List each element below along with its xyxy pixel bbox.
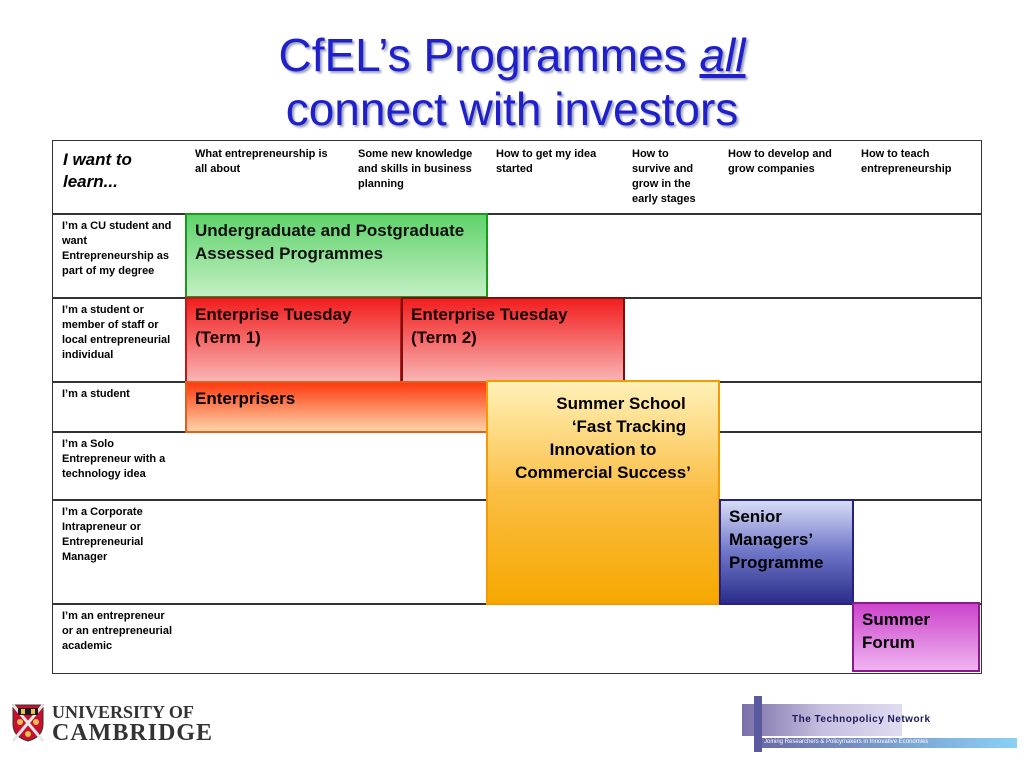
row-label-entrepreneur-academic: I’m an entrepreneur or an entrepreneuria… bbox=[62, 610, 173, 652]
programme-table: I want to learn... What entrepreneurship… bbox=[52, 140, 982, 674]
programme-senior-managers: Senior Managers’ Programme bbox=[719, 499, 854, 605]
header-survive-grow: How to survive and grow in the early sta… bbox=[632, 148, 696, 205]
programme-enterprise-tuesday-term2: Enterprise Tuesday (Term 2) bbox=[401, 297, 625, 384]
row-divider bbox=[53, 213, 981, 215]
row-label-cu-student: I’m a CU student and want Entrepreneursh… bbox=[62, 220, 172, 277]
header-teach-entrepreneurship: How to teach entrepreneurship bbox=[861, 148, 952, 175]
header-what-entrepreneurship: What entrepreneurship is all about bbox=[195, 148, 328, 175]
technopolicy-title: The Technopolicy Network bbox=[792, 714, 931, 725]
header-get-idea-started: How to get my idea started bbox=[496, 148, 597, 175]
cambridge-shield-icon bbox=[12, 704, 44, 742]
row-label-corporate-intrapreneur: I’m a Corporate Intrapreneur or Entrepre… bbox=[62, 506, 144, 563]
summer-school-line-4: Commercial Success’ bbox=[515, 463, 691, 482]
programme-enterprise-tuesday-term1: Enterprise Tuesday (Term 1) bbox=[185, 297, 402, 384]
technopolicy-bar bbox=[754, 696, 762, 752]
title-line-1: CfEL’s Programmes all bbox=[0, 28, 1024, 82]
row-label-student-staff: I’m a student or member of staff or loca… bbox=[62, 304, 171, 361]
cambridge-logo: UNIVERSITY OF CAMBRIDGE bbox=[12, 702, 222, 748]
cambridge-line-2: CAMBRIDGE bbox=[52, 720, 214, 746]
header-develop-companies: How to develop and grow companies bbox=[728, 148, 832, 175]
programme-enterprisers: Enterprisers bbox=[185, 381, 488, 433]
technopolicy-background bbox=[742, 704, 902, 736]
corner-label: I want to learn... bbox=[63, 150, 132, 191]
summer-school-line-2: ‘Fast Tracking bbox=[571, 417, 687, 436]
programme-summer-forum: Summer Forum bbox=[852, 602, 980, 672]
slide-title: CfEL’s Programmes all connect with inves… bbox=[0, 28, 1024, 136]
row-label-solo-entrepreneur: I’m a Solo Entrepreneur with a technolog… bbox=[62, 438, 166, 480]
title-prefix: CfEL’s Programmes bbox=[278, 29, 700, 81]
header-knowledge-skills: Some new knowledge and skills in busines… bbox=[358, 148, 473, 190]
summer-school-line-3: Innovation to bbox=[549, 440, 657, 459]
row-label-student: I’m a student bbox=[62, 388, 130, 400]
summer-school-line-1: Summer School bbox=[556, 394, 686, 413]
technopolicy-logo: The Technopolicy Network Joining Researc… bbox=[742, 696, 1017, 752]
technopolicy-strip bbox=[762, 738, 1017, 748]
cambridge-wordmark: UNIVERSITY OF CAMBRIDGE bbox=[52, 702, 214, 746]
technopolicy-subtitle: Joining Researchers & Policymakers in In… bbox=[764, 739, 929, 745]
programme-summer-school: Summer School ‘Fast Tracking Innovation … bbox=[486, 380, 720, 605]
cambridge-line-1: UNIVERSITY OF bbox=[52, 702, 194, 722]
programme-undergraduate: Undergraduate and Postgraduate Assessed … bbox=[185, 213, 488, 298]
title-emphasis: all bbox=[699, 29, 746, 81]
title-line-2: connect with investors bbox=[285, 83, 739, 135]
